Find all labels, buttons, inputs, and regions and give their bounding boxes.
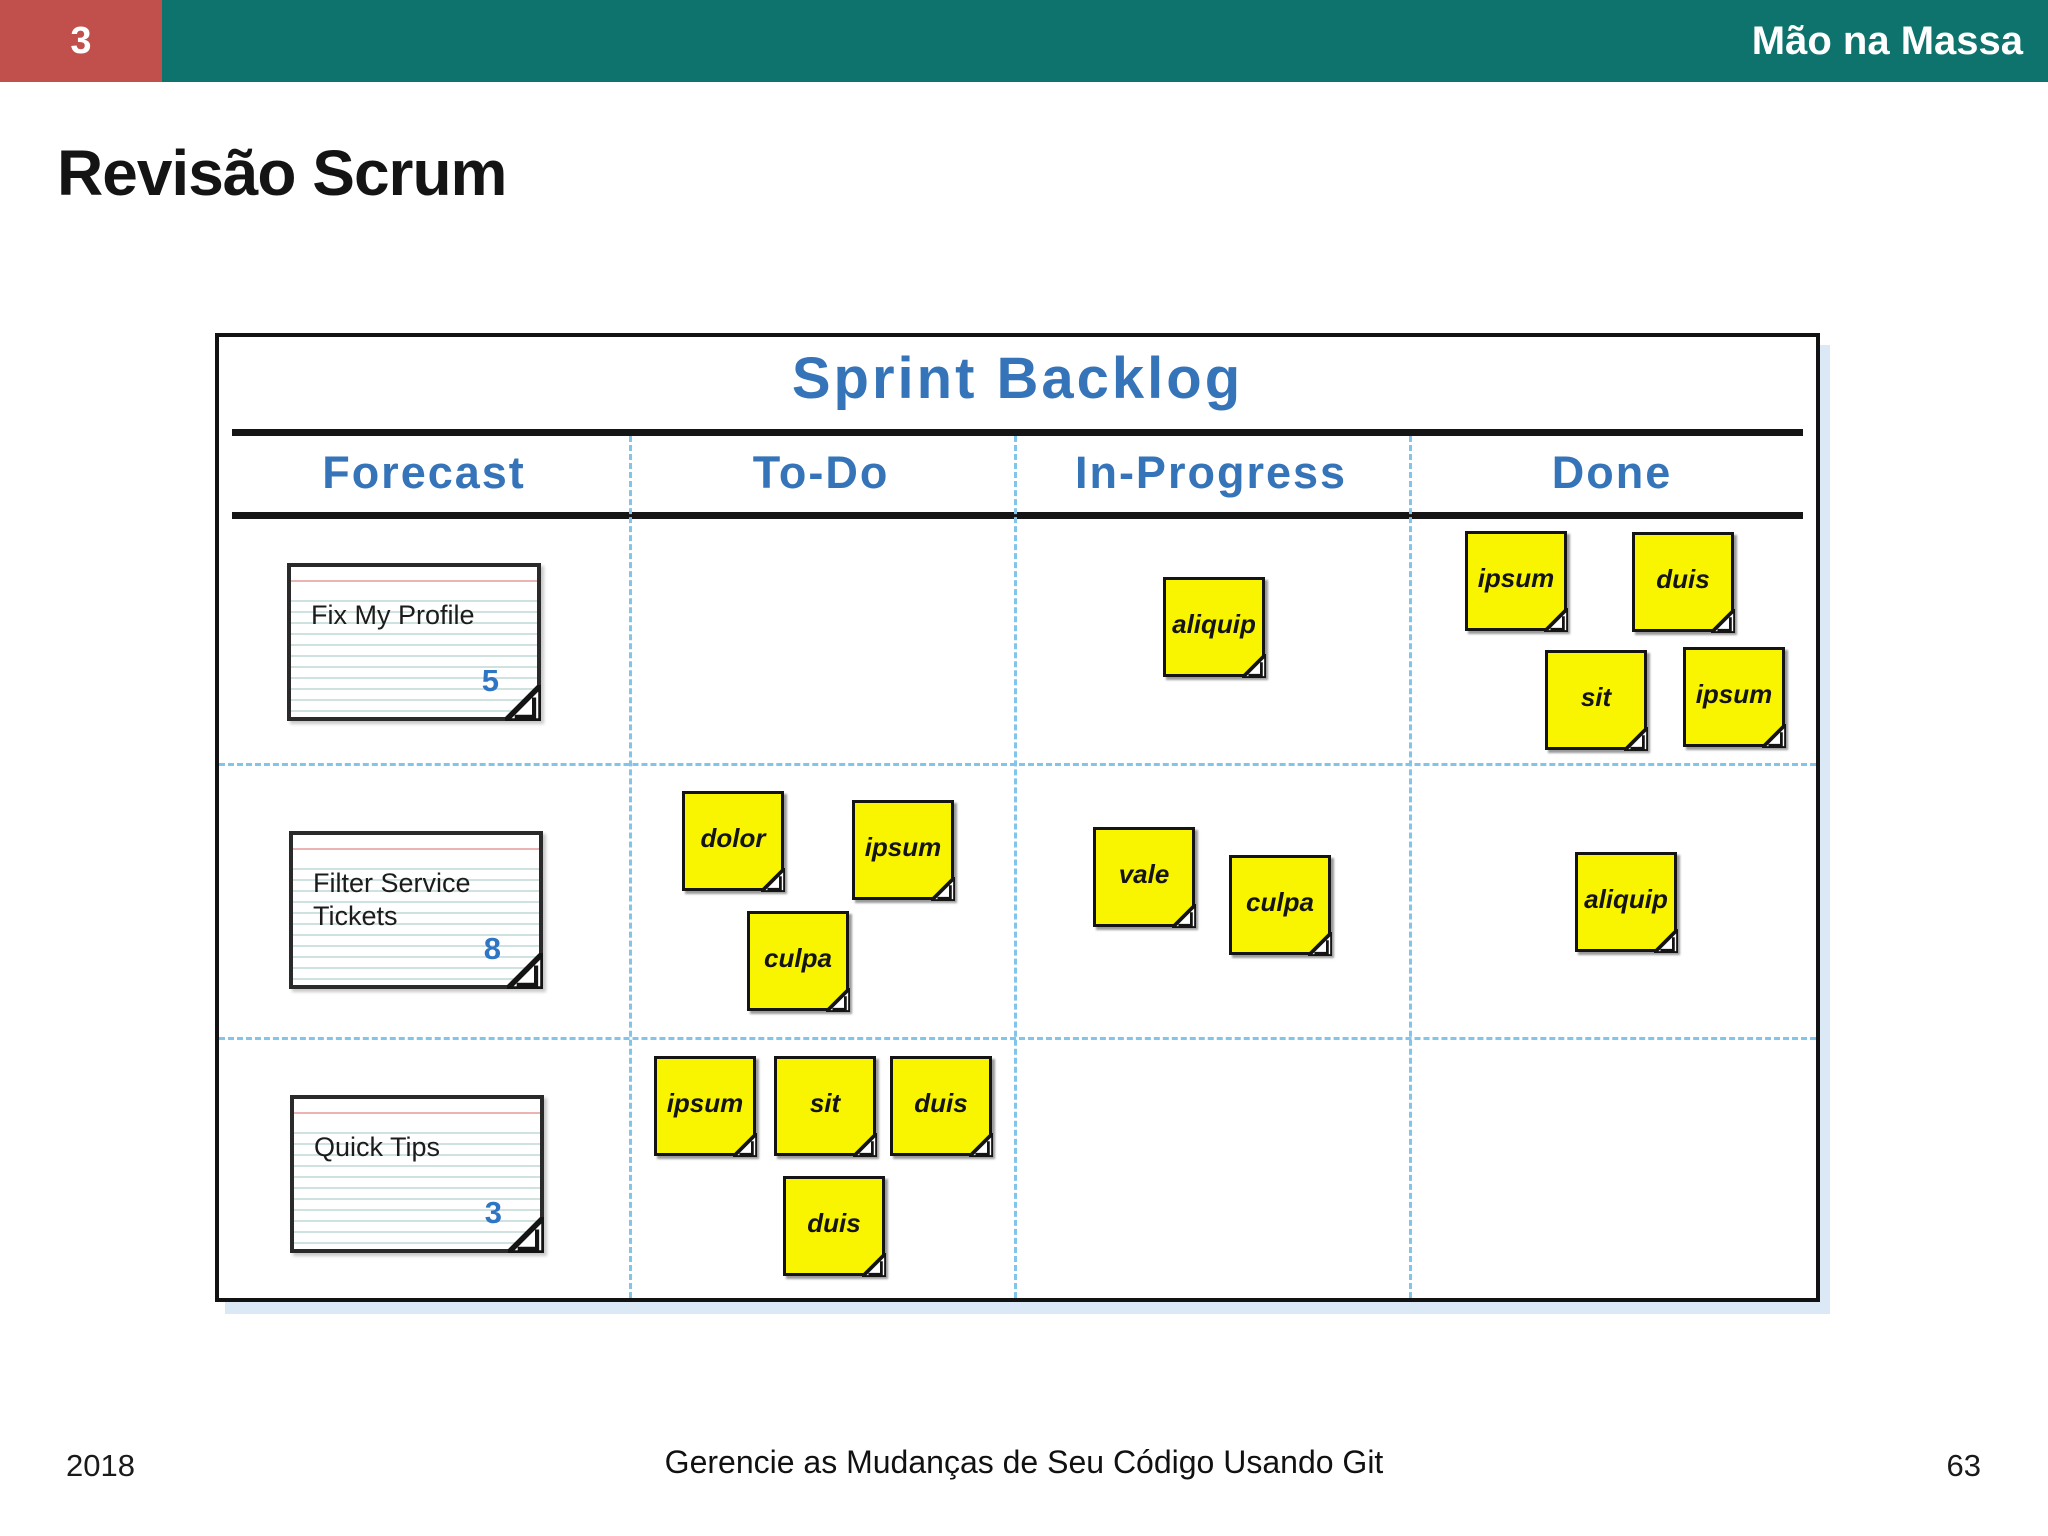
sprint-backlog-board: Sprint Backlog Forecast To-Do In-Progress D…	[215, 333, 1820, 1302]
page-curl-icon	[1242, 654, 1266, 678]
header-section-title: Mão na Massa	[1751, 19, 2023, 63]
sticky-note: ipsum	[1465, 531, 1568, 632]
column-divider	[629, 436, 632, 1298]
page-curl-icon	[1544, 608, 1568, 632]
sticky-note: aliquip	[1575, 852, 1678, 953]
card-title: Fix My Profile	[311, 600, 475, 630]
column-divider	[1409, 436, 1412, 1298]
card-red-line	[294, 1112, 540, 1114]
sticky-note-label: sit	[809, 1087, 841, 1118]
sticky-note: aliquip	[1163, 577, 1266, 678]
sticky-note-label: aliquip	[1172, 608, 1256, 639]
page-curl-icon	[505, 685, 541, 721]
slide-number-badge: 3	[0, 0, 162, 82]
page-curl-icon	[853, 1133, 877, 1157]
column-header-forecast: Forecast	[322, 447, 526, 498]
page-curl-icon	[1172, 904, 1196, 928]
page-curl-icon	[931, 877, 955, 901]
card-ruled-lines	[291, 591, 537, 717]
page-curl-icon	[1308, 932, 1332, 956]
sticky-note: duis	[783, 1176, 886, 1277]
card-ruled-lines	[293, 859, 539, 985]
sticky-note: duis	[890, 1056, 993, 1157]
sticky-note: sit	[774, 1056, 877, 1157]
sticky-note: dolor	[682, 791, 785, 892]
page-curl-icon	[1654, 929, 1678, 953]
sticky-note: culpa	[1229, 855, 1332, 956]
sticky-note: ipsum	[1683, 647, 1786, 748]
forecast-card: Quick Tips 3	[290, 1095, 544, 1253]
page-curl-icon	[969, 1133, 993, 1157]
sticky-note: duis	[1632, 532, 1735, 633]
page-curl-icon	[507, 953, 543, 989]
title-divider-line	[232, 429, 1803, 436]
column-header-to-do: To-Do	[752, 447, 890, 498]
card-title: Filter Service Tickets	[313, 868, 471, 931]
column-divider	[1014, 436, 1017, 1298]
footer-title: Gerencie as Mudanças de Seu Código Usand…	[664, 1444, 1384, 1480]
board-title: Sprint Backlog	[791, 346, 1244, 411]
sticky-note: sit	[1545, 650, 1648, 751]
sticky-note-label: culpa	[1246, 886, 1314, 917]
card-red-line	[291, 580, 537, 582]
sticky-note: ipsum	[654, 1056, 757, 1157]
sticky-note-label: aliquip	[1584, 883, 1668, 914]
sticky-note-label: duis	[807, 1207, 861, 1238]
card-points: 3	[484, 1195, 502, 1230]
footer-page-number: 63	[1946, 1448, 1981, 1483]
page-curl-icon	[508, 1217, 544, 1253]
column-header-done: Done	[1551, 447, 1673, 498]
page-curl-icon	[761, 868, 785, 892]
page-curl-icon	[733, 1133, 757, 1157]
page-title: Revisão Scrum	[57, 137, 507, 209]
sticky-note-label: sit	[1580, 681, 1612, 712]
page-curl-icon	[862, 1253, 886, 1277]
row-divider	[219, 1037, 1816, 1040]
footer-year: 2018	[66, 1448, 135, 1483]
forecast-card: Fix My Profile 5	[287, 563, 541, 721]
sticky-note-label: culpa	[764, 942, 832, 973]
page-curl-icon	[826, 988, 850, 1012]
sticky-note-label: vale	[1118, 858, 1170, 889]
page-curl-icon	[1624, 727, 1648, 751]
sticky-note: ipsum	[852, 800, 955, 901]
card-points: 8	[483, 931, 501, 966]
forecast-card: Filter Service Tickets 8	[289, 831, 543, 989]
sticky-note-label: ipsum	[1477, 562, 1555, 593]
sticky-note: vale	[1093, 827, 1196, 928]
card-title: Quick Tips	[314, 1132, 441, 1162]
top-bar: 3 Mão na Massa	[0, 0, 2048, 82]
card-points: 5	[481, 663, 499, 698]
column-header-in-progress: In-Progress	[1074, 447, 1348, 498]
card-ruled-lines	[294, 1123, 540, 1249]
row-divider	[219, 763, 1816, 766]
card-red-line	[293, 848, 539, 850]
sticky-note-label: duis	[914, 1087, 968, 1118]
page-curl-icon	[1711, 609, 1735, 633]
sticky-note: culpa	[747, 911, 850, 1012]
sticky-note-label: ipsum	[1695, 678, 1773, 709]
sticky-note-label: duis	[1656, 563, 1710, 594]
sticky-note-label: dolor	[700, 822, 766, 853]
header-divider-line	[232, 512, 1803, 519]
page-curl-icon	[1762, 724, 1786, 748]
sticky-note-label: ipsum	[666, 1087, 744, 1118]
sticky-note-label: ipsum	[864, 831, 942, 862]
